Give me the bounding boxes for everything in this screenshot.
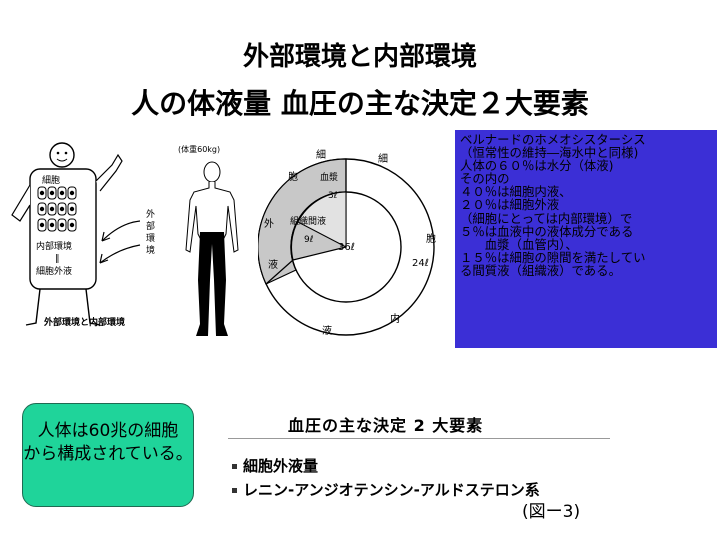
figure-caption: 外部環境と内部環境 <box>43 316 125 328</box>
plasma-label: 血漿 <box>320 171 338 183</box>
center-value: 36ℓ <box>338 242 355 253</box>
body-fluid-donut-figure: 細 胞 外 液 細 胞 内 液 24ℓ 36ℓ 血漿 3ℓ 組織間液 9ℓ <box>258 148 436 337</box>
plasma-wedge <box>297 191 347 248</box>
ecf-char: 胞 <box>288 171 298 183</box>
legs <box>25 288 101 326</box>
arrow-upper <box>101 220 141 242</box>
figure-number-label: (図ー3) <box>522 502 581 522</box>
nucleus <box>59 206 65 212</box>
internal-environment-label: 内部環境 <box>36 240 72 252</box>
explanation-line: ベルナードのホメオシスターシス <box>460 132 646 147</box>
nucleus <box>49 206 55 212</box>
explanation-line: その内の <box>460 171 510 187</box>
external-char: 境 <box>146 244 155 256</box>
external-char: 外 <box>146 208 155 220</box>
icf-char: 胞 <box>426 233 436 245</box>
ref-item-text: 細胞外液量 <box>243 457 319 475</box>
ecf-char: 外 <box>264 218 274 230</box>
equals-mark: ‖ <box>55 254 60 264</box>
arm-right-waving <box>95 153 123 192</box>
explanation-line: 血漿（血管内）、 <box>460 236 578 252</box>
body-weight-label: (体重60kg) <box>178 144 220 154</box>
smile <box>56 158 68 162</box>
callout-line: から構成されている。 <box>23 444 193 464</box>
explanation-line: （恒常性の維持―海水中と同様) <box>460 145 639 161</box>
bullet-icon <box>232 464 237 469</box>
nucleus <box>69 222 75 228</box>
nucleus <box>49 222 55 228</box>
nucleus <box>39 206 45 212</box>
isf-label: 組織間液 <box>290 215 326 227</box>
nucleus <box>69 190 75 196</box>
icf-char: 内 <box>390 312 400 325</box>
nucleus <box>49 190 55 196</box>
external-char: 環 <box>146 233 155 244</box>
page-subtitle: 人の体液量 血圧の主な決定２大要素 <box>131 87 589 120</box>
eye-right <box>64 151 68 155</box>
ref-figure-item: レニン-アンジオテンシン-アルドステロン系 <box>232 479 540 500</box>
explanation-line: ４０％は細胞内液、 <box>460 184 572 200</box>
page-title: 外部環境と内部環境 <box>242 42 477 72</box>
ref-item-text: レニン-アンジオテンシン-アルドステロン系 <box>243 481 540 499</box>
cell-count-callout: 人体は60兆の細胞 から構成されている。 <box>22 403 194 507</box>
ref-figure-title: 血圧の主な決定 2 大要素 <box>288 416 484 435</box>
nucleus <box>59 190 65 196</box>
isf-value: 9ℓ <box>304 235 313 245</box>
ref-figure-divider <box>228 438 610 439</box>
homeostasis-explanation-box: ベルナードのホメオシスターシス （恒常性の維持―海水中と同様) 人体の６０％は水… <box>455 130 717 348</box>
arm-left <box>11 184 31 222</box>
legs-dark <box>196 232 228 336</box>
bullet-icon <box>232 488 237 493</box>
explanation-line: ５％は血液中の液体成分である <box>460 223 634 239</box>
explanation-line: る間質液（組織液）である。 <box>460 262 621 278</box>
icf-char: 液 <box>322 324 332 337</box>
explanation-line: ２０％は細胞外液 <box>460 197 560 213</box>
arrowhead-lower <box>99 253 109 264</box>
nucleus <box>39 190 45 196</box>
nucleus <box>39 222 45 228</box>
cell-label: 細胞 <box>42 174 60 186</box>
plasma-value: 3ℓ <box>328 191 337 201</box>
callout-line: 人体は60兆の細胞 <box>37 421 179 441</box>
internal-external-environment-figure: 細胞 内部環境 ‖ 細胞外液 外 部 環 境 外部環境と内部環境 <box>11 142 155 328</box>
explanation-line: 人体の６０％は水分（体液) <box>460 158 614 174</box>
ecf-char: 細 <box>316 148 326 161</box>
explanation-line: １５％は細胞の隙間を満たしてい <box>460 249 646 265</box>
head <box>203 161 221 183</box>
ecf-char: 液 <box>268 258 278 271</box>
explanation-line: （細胞にとっては内部環境）で <box>460 210 633 226</box>
human-body-figure: (体重60kg) <box>178 144 239 336</box>
eye-left <box>56 151 60 155</box>
icf-char: 細 <box>378 152 388 165</box>
divider-line <box>265 259 294 285</box>
arrow-lower <box>99 244 141 264</box>
extracellular-fluid-label: 細胞外液 <box>36 265 72 277</box>
arrowhead-upper <box>101 231 111 242</box>
icf-value: 24ℓ <box>412 258 429 269</box>
head-circle <box>49 142 75 168</box>
nucleus <box>69 206 75 212</box>
cell-grid <box>37 186 77 232</box>
ref-figure-item: 細胞外液量 <box>232 455 318 476</box>
nucleus <box>59 222 65 228</box>
external-char: 部 <box>146 220 155 232</box>
